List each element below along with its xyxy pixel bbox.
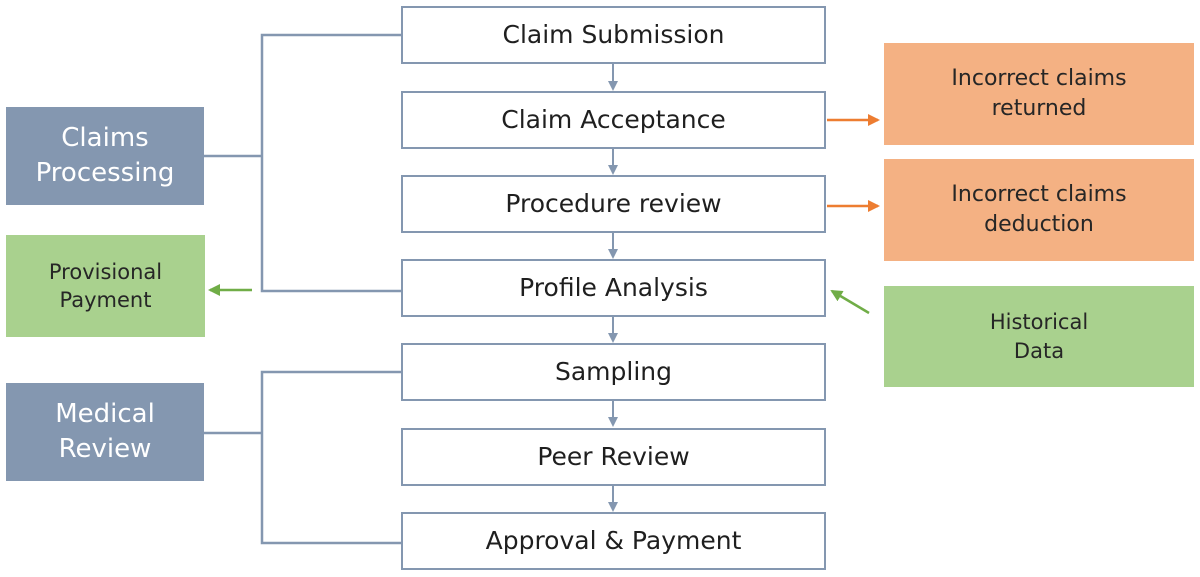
- step-claim-acceptance: Claim Acceptance: [401, 91, 826, 149]
- group-medical-review: Medical Review: [6, 383, 204, 481]
- claims-processing-bracket: [260, 33, 401, 293]
- outcome-provisional-payment: Provisional Payment: [6, 235, 205, 337]
- group-claims-processing: Claims Processing: [6, 107, 204, 205]
- outcome-label: Provisional Payment: [48, 259, 163, 312]
- outcome-label: Historical Data: [989, 310, 1089, 363]
- step-label: Claim Acceptance: [501, 105, 726, 135]
- historical-data-arrow: [830, 289, 870, 315]
- input-historical-data: Historical Data: [884, 286, 1194, 387]
- step-sampling: Sampling: [401, 343, 826, 401]
- step-label: Claim Submission: [502, 20, 725, 50]
- outcome-label: Incorrect claims deduction: [951, 182, 1127, 237]
- step-claim-submission: Claim Submission: [401, 6, 826, 64]
- outcome-incorrect-claims-returned: Incorrect claims returned: [884, 43, 1194, 145]
- medical-review-bracket: [260, 370, 401, 545]
- step-label: Approval & Payment: [485, 526, 742, 556]
- outcome-incorrect-claims-deduction: Incorrect claims deduction: [884, 159, 1194, 261]
- step-label: Sampling: [554, 357, 673, 387]
- step-peer-review: Peer Review: [401, 428, 826, 486]
- step-label: Procedure review: [505, 189, 722, 219]
- step-profile-analysis: Profile Analysis: [401, 259, 826, 317]
- outcome-label: Incorrect claims returned: [951, 66, 1127, 121]
- group-label: Medical Review: [55, 398, 155, 464]
- group-label: Claims Processing: [35, 122, 175, 188]
- step-procedure-review: Procedure review: [401, 175, 826, 233]
- step-label: Profile Analysis: [519, 273, 708, 303]
- step-label: Peer Review: [537, 442, 690, 472]
- step-approval-payment: Approval & Payment: [401, 512, 826, 570]
